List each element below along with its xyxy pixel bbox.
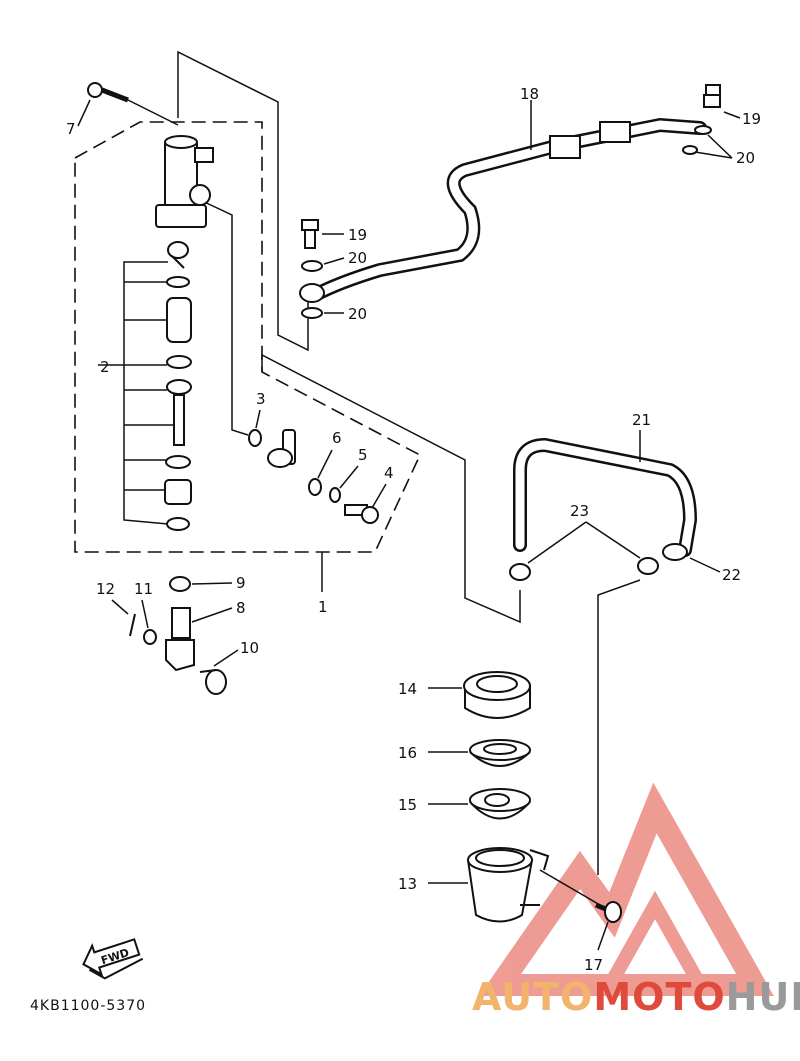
callout-18: 18	[520, 85, 539, 103]
callout-16: 16	[398, 744, 417, 762]
callout-12: 12	[96, 580, 115, 598]
forward-arrow-icon: FWD	[82, 938, 144, 980]
svg-text:AUTOMOTOHUB: AUTOMOTOHUB	[472, 975, 800, 1019]
reservoir-hose-21	[513, 430, 698, 557]
hose-joint	[248, 429, 379, 524]
callout-20-upper: 20	[736, 149, 755, 167]
clamp-22	[662, 543, 721, 573]
screw-17	[595, 901, 622, 951]
callout-21: 21	[632, 411, 651, 429]
diagram-code: 4KB1100-5370	[30, 998, 146, 1014]
callout-2: 2	[100, 358, 110, 376]
callout-13: 13	[398, 875, 417, 893]
callout-5: 5	[358, 446, 368, 464]
callout-3: 3	[256, 390, 266, 408]
callout-8: 8	[236, 599, 246, 617]
watermark-hub: HUB	[726, 975, 800, 1019]
callout-20-mid: 20	[348, 249, 367, 267]
reservoir-13	[428, 847, 601, 923]
callout-15: 15	[398, 796, 417, 814]
leader-line-clamp-reservoir	[597, 579, 641, 875]
callout-7: 7	[66, 120, 76, 138]
callout-23: 23	[570, 502, 589, 520]
watermark-moto: MOTO	[593, 975, 725, 1019]
diaphragm-16	[428, 739, 531, 767]
callout-22: 22	[722, 566, 741, 584]
master-cylinder-body	[155, 135, 214, 228]
callout-14: 14	[398, 680, 417, 698]
watermark-logo	[478, 782, 774, 996]
callout-19-lower: 19	[348, 226, 367, 244]
callout-9: 9	[236, 574, 246, 592]
clevis-assembly	[129, 576, 227, 695]
piston-kit-2	[98, 241, 192, 531]
leader-line-reservoir-hose	[261, 353, 521, 624]
callout-11: 11	[134, 580, 153, 598]
callout-19-upper: 19	[742, 110, 761, 128]
bolt-19-upper	[703, 84, 741, 119]
callout-labels: 1 2 3 4 5 6 7 8 9 10 11 12 13 14 15 16 1…	[66, 85, 761, 974]
callout-20-lower: 20	[348, 305, 367, 323]
watermark-auto: AUTO	[472, 975, 593, 1019]
watermark-text: AUTOMOTOHUB	[472, 975, 800, 1019]
leader-line-hose	[177, 50, 309, 352]
clamps-23	[509, 521, 659, 581]
callout-17: 17	[584, 956, 603, 974]
callout-6: 6	[332, 429, 342, 447]
plate-15	[428, 788, 531, 820]
brake-hose-18	[299, 100, 707, 303]
washers-20	[301, 125, 733, 319]
callout-10: 10	[240, 639, 259, 657]
bolt-19-lower	[301, 219, 344, 249]
bolt-7	[87, 82, 179, 126]
callout-4: 4	[384, 464, 394, 482]
assembly-1-outline	[74, 121, 422, 553]
callout-1: 1	[318, 598, 328, 616]
reservoir-cap-14	[428, 671, 531, 719]
leader-line-hose2	[199, 199, 249, 436]
